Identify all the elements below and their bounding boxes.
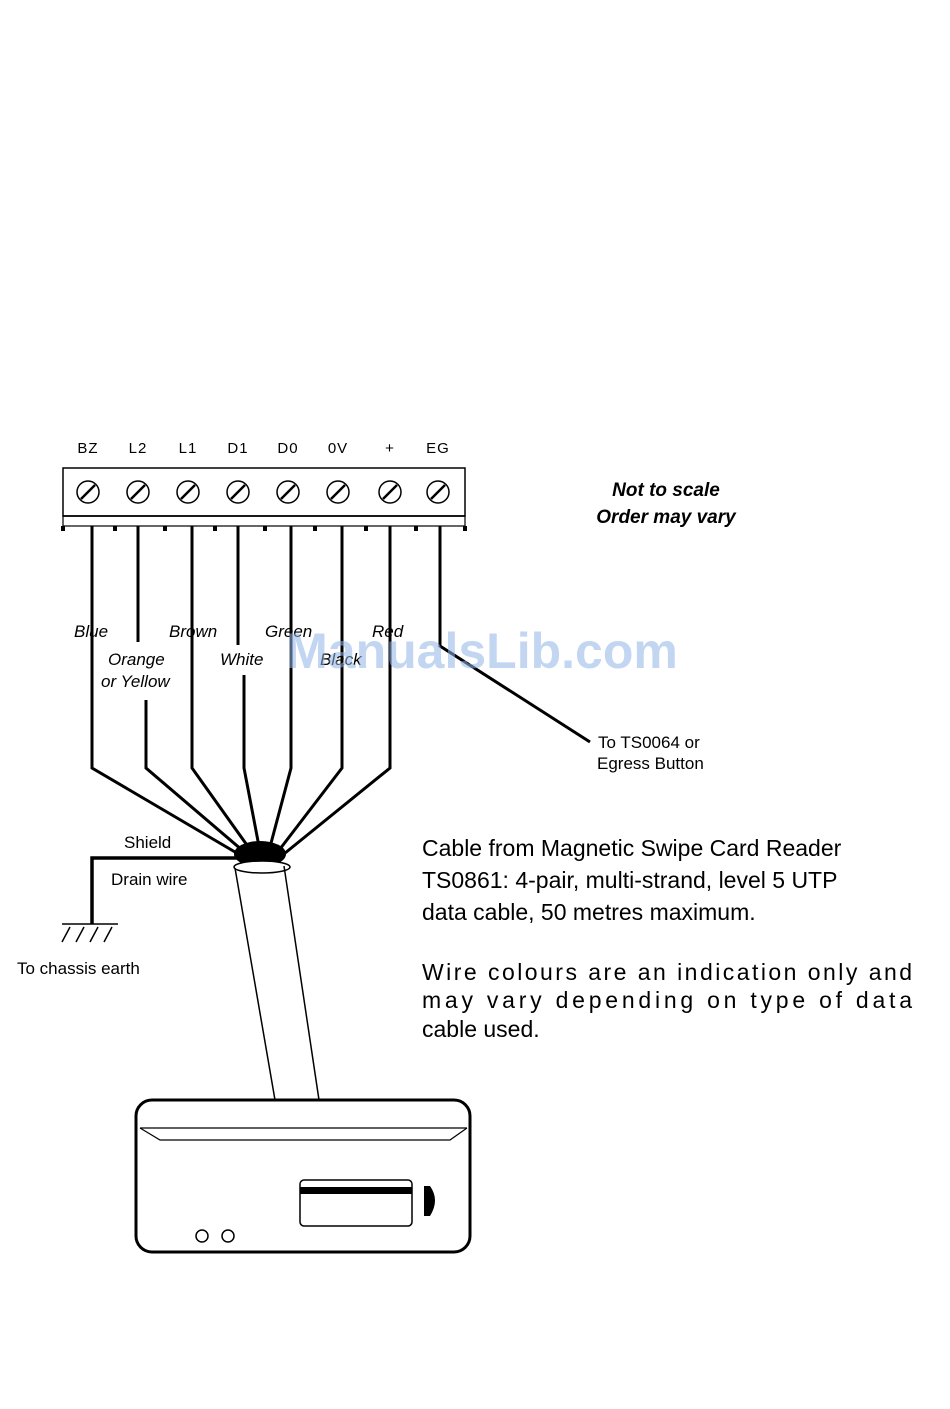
label-green: Green (265, 622, 312, 641)
earth-icon (61, 923, 118, 943)
shield-label: Shield (124, 833, 171, 852)
terminal-label-plus: + (385, 440, 395, 457)
drain-wire-label: Drain wire (111, 870, 188, 889)
screw-l1-icon (176, 480, 200, 504)
egress-label-line1: To TS0064 or (598, 733, 700, 752)
watermark: ManualsLib.com (286, 623, 678, 679)
note-not-to-scale: Not to scale (612, 480, 720, 501)
wire-red (273, 526, 392, 864)
terminal-labels: BZ L2 L1 D1 D0 0V + EG (77, 440, 450, 457)
terminal-block (61, 467, 467, 531)
terminal-label-l2: L2 (129, 440, 148, 457)
screw-plus-icon (378, 480, 402, 504)
wire-white-lower (242, 675, 264, 863)
label-orange: Orange (108, 650, 165, 669)
led-icon (221, 1229, 235, 1243)
screw-bz-icon (76, 480, 100, 504)
cable-sheath (234, 865, 320, 1101)
card-slot-icon (424, 1186, 435, 1216)
cable-knot (233, 841, 291, 874)
wire-orange-lower (144, 700, 257, 864)
screw-0v-icon (326, 480, 350, 504)
label-black: Black (320, 650, 363, 669)
cable-description-line3: data cable, 50 metres maximum. (422, 899, 756, 925)
label-white: White (220, 650, 263, 669)
wires (90, 526, 591, 924)
colour-note: Wire colours are an indication only and … (422, 959, 912, 1042)
terminal-label-eg: EG (426, 440, 450, 457)
note-order-may-vary: Order may vary (596, 507, 737, 528)
screw-eg-icon (426, 480, 450, 504)
cable-description-line2: TS0861: 4-pair, multi-strand, level 5 UT… (422, 867, 837, 893)
wire-egress (438, 526, 591, 744)
wire-brown (190, 526, 261, 863)
earth-label: To chassis earth (17, 959, 140, 978)
egress-label-line2: Egress Button (597, 754, 704, 773)
terminal-label-0v: 0V (328, 440, 348, 457)
screw-l2-icon (126, 480, 150, 504)
terminal-pins (61, 526, 467, 531)
terminal-screws (76, 480, 450, 504)
label-blue: Blue (74, 622, 108, 641)
terminal-label-bz: BZ (77, 440, 98, 457)
colour-note-line1: Wire colours are an indication only and (422, 959, 912, 985)
screw-d1-icon (226, 480, 250, 504)
wire-black (268, 526, 344, 863)
label-red: Red (372, 622, 404, 641)
terminal-label-d1: D1 (227, 440, 248, 457)
wire-colour-labels: Blue Orange or Yellow Brown White Green … (74, 622, 404, 691)
label-brown: Brown (169, 622, 217, 641)
wire-green (264, 526, 293, 863)
label-orange-yellow: or Yellow (101, 672, 171, 691)
wire-blue (90, 526, 253, 864)
colour-note-line3: cable used. (422, 1016, 540, 1042)
card-reader (134, 1098, 472, 1254)
card-icon (299, 1179, 413, 1227)
terminal-label-l1: L1 (179, 440, 198, 457)
led-icon (195, 1229, 209, 1243)
colour-note-line2: may vary depending on type of data (422, 987, 912, 1013)
wire-shield-drain (90, 856, 258, 924)
terminal-label-d0: D0 (277, 440, 298, 457)
screw-d0-icon (276, 480, 300, 504)
cable-description: Cable from Magnetic Swipe Card Reader TS… (422, 835, 842, 925)
cable-description-line1: Cable from Magnetic Swipe Card Reader (422, 835, 842, 861)
